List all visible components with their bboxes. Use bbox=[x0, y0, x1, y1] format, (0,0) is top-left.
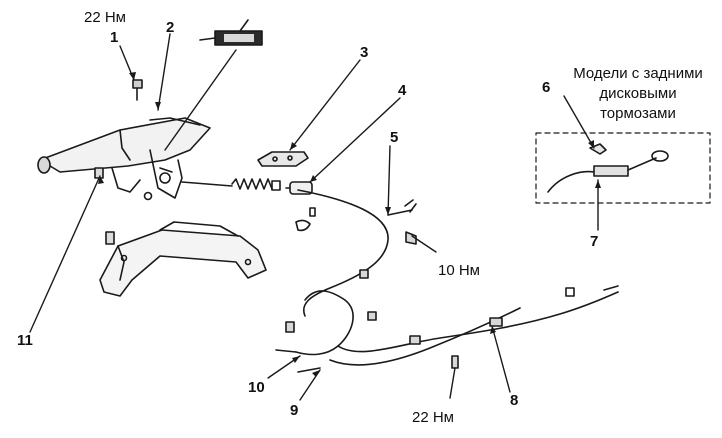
inset-note-line-3: тормозами bbox=[600, 105, 676, 122]
rear-disc-inset bbox=[535, 132, 711, 204]
callout-4: 4 bbox=[398, 82, 407, 99]
lever-bracket bbox=[99, 221, 267, 297]
leader-lines bbox=[29, 33, 599, 401]
rear-brake-cables bbox=[275, 189, 619, 373]
callout-7: 7 bbox=[590, 233, 599, 250]
leader-6 bbox=[563, 95, 595, 149]
inset-note-line-2: дисковыми bbox=[599, 85, 677, 102]
callout-11: 11 bbox=[17, 332, 33, 349]
callout-5: 5 bbox=[390, 129, 399, 146]
callout-10: 10 bbox=[248, 379, 265, 396]
leader-switch bbox=[164, 49, 237, 151]
callout-2: 2 bbox=[166, 19, 175, 36]
torque-label-lever-bolt: 22 Нм bbox=[84, 9, 126, 26]
torque-label-cable-bolt: 10 Нм bbox=[438, 262, 480, 279]
inset-note: Модели с задними дисковыми тормозами bbox=[563, 64, 713, 124]
inset-note-line-1: Модели с задними bbox=[573, 65, 703, 82]
small-fasteners bbox=[94, 167, 316, 245]
parking-brake-lever bbox=[37, 117, 211, 201]
leader-11 bbox=[29, 175, 101, 333]
callout-6: 6 bbox=[542, 79, 551, 96]
callout-8: 8 bbox=[510, 392, 519, 409]
torque-label-rear-bolt: 22 Нм bbox=[412, 409, 454, 426]
leader-5 bbox=[387, 145, 391, 216]
callout-9: 9 bbox=[290, 402, 299, 419]
brake-warning-switch bbox=[199, 19, 263, 46]
leader-3 bbox=[289, 59, 361, 151]
callout-3: 3 bbox=[360, 44, 369, 61]
callout-1: 1 bbox=[110, 29, 119, 46]
lever-mount-bolt bbox=[132, 79, 143, 101]
adjuster-rod-and-spring bbox=[181, 178, 313, 195]
leader-2 bbox=[157, 33, 171, 111]
leader-10nm bbox=[411, 235, 437, 253]
leader-8 bbox=[491, 325, 511, 393]
leader-4 bbox=[309, 97, 401, 183]
arrowheads bbox=[98, 72, 601, 377]
leader-22nm-bottom bbox=[449, 367, 456, 399]
cable-equalizer bbox=[257, 151, 309, 167]
